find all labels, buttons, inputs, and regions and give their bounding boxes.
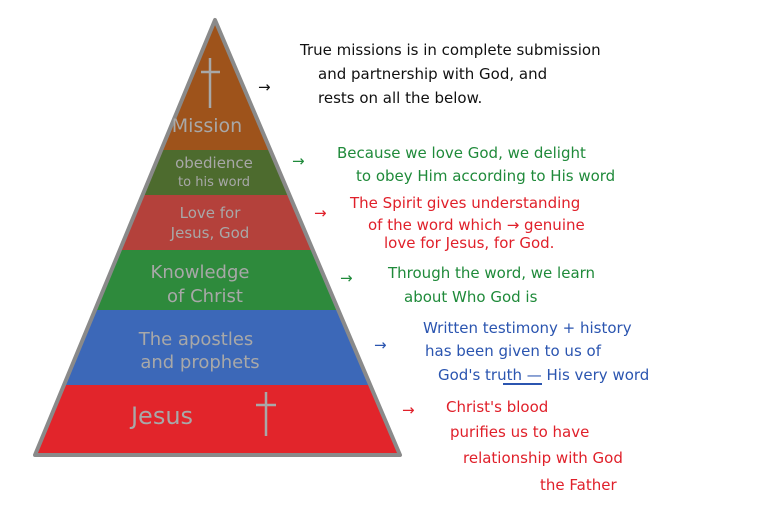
note-line: purifies us to have [450,423,589,441]
note-line: to obey Him according to His word [356,167,615,185]
note-line: about Who God is [404,288,538,306]
note-obedience: → Because we love God, we delight to obe… [292,144,615,185]
layer-jesus [35,385,400,455]
note-jesus: → Christ's blood purifies us to have rel… [402,398,623,494]
note-line: True missions is in complete submission [299,41,601,59]
pyramid: Mission obedience to his word Love for J… [33,18,402,457]
layer-label-knowledge-2: of Christ [167,286,243,307]
layer-knowledge [95,250,338,310]
arrow-icon: → [340,269,353,287]
layer-label-apostles-1: The apostles [138,329,254,350]
note-line: of the word which → genuine [368,216,585,234]
layer-love [120,195,313,250]
arrow-icon: → [258,78,271,96]
note-line: and partnership with God, and [318,65,547,83]
pyramid-outline [33,18,402,457]
note-line: Christ's blood [446,398,548,416]
layer-label-love-1: Love for [180,204,242,222]
note-apostles: → Written testimony + history has been g… [374,319,649,385]
note-love: → The Spirit gives understanding of the … [314,194,585,252]
note-line: God's truth — His very word [438,366,649,384]
layer-label-knowledge-1: Knowledge [151,262,250,283]
layer-mission [161,20,270,150]
arrow-icon: → [314,204,327,222]
layer-label-obedience-1: obedience [175,154,253,172]
arrow-icon: → [402,401,415,419]
note-line: Because we love God, we delight [337,144,586,162]
cross-icon [201,58,220,108]
note-mission: → True missions is in complete submissio… [258,41,601,107]
note-line: the Father [540,476,617,494]
note-line: love for Jesus, for God. [384,234,554,252]
cross-icon [256,392,276,436]
note-line: The Spirit gives understanding [349,194,580,212]
note-line: has been given to us of [425,342,602,360]
note-knowledge: → Through the word, we learn about Who G… [340,264,595,306]
layer-label-obedience-2: to his word [178,175,250,190]
note-line: Through the word, we learn [387,264,595,282]
layer-apostles [64,310,370,385]
layer-label-love-2: Jesus, God [170,224,250,242]
layer-obedience [143,150,289,195]
arrow-icon: → [374,336,387,354]
layer-label-apostles-2: and prophets [140,352,259,373]
arrow-icon: → [292,152,305,170]
layer-label-jesus: Jesus [129,402,193,430]
note-line: relationship with God [463,449,623,467]
note-line: Written testimony + history [423,319,632,337]
layer-label-mission: Mission [172,115,242,137]
note-line: rests on all the below. [318,89,482,107]
